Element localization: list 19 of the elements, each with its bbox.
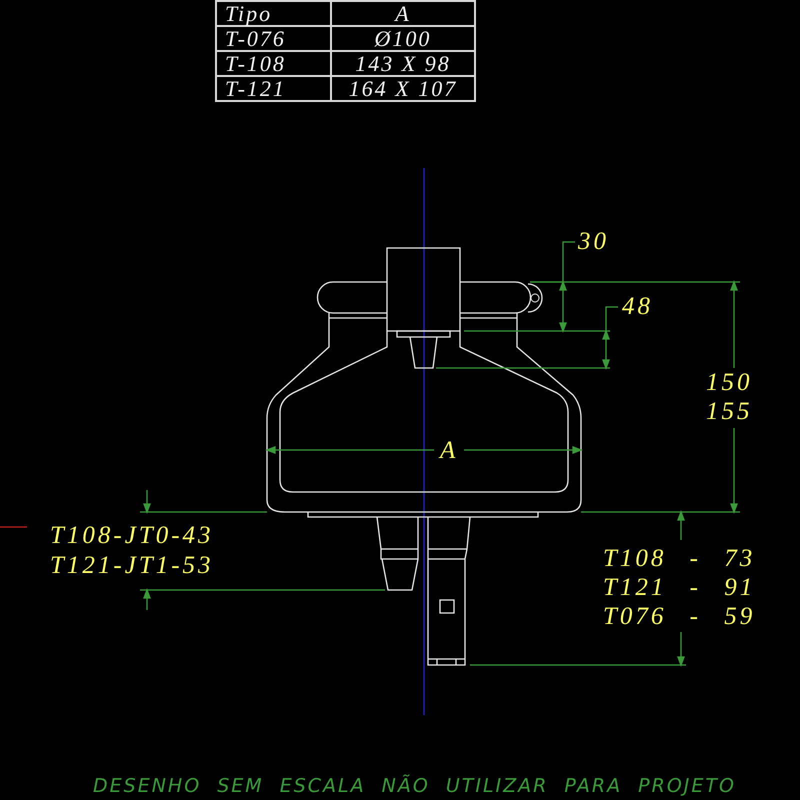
part-code: T108-JT0-43	[50, 522, 214, 550]
dimension-text: 150	[706, 369, 752, 397]
dimension-text: 155	[706, 398, 752, 426]
type-code: T-076	[216, 26, 331, 51]
column-header: Tipo	[216, 1, 331, 26]
type-code: T-121	[216, 76, 331, 101]
dimension-text: 30	[578, 228, 609, 256]
dimension-value: 164 X 107	[331, 76, 475, 101]
part-code: T121-JT1-53	[50, 552, 214, 580]
dimension-text: T076 - 59	[603, 603, 756, 631]
dimension-value: Ø100	[331, 26, 475, 51]
note-text: DESENHO SEM ESCALA NÃO UTILIZAR PARA PROJETO	[93, 774, 736, 798]
dimension-value: 143 X 98	[331, 51, 475, 76]
column-header: A	[331, 1, 475, 26]
dimension-text: A	[440, 437, 458, 465]
type-code: T-108	[216, 51, 331, 76]
dimension-text: T121 - 91	[603, 574, 756, 602]
dimension-text: T108 - 73	[603, 545, 756, 573]
dimension-text: 48	[622, 293, 653, 321]
